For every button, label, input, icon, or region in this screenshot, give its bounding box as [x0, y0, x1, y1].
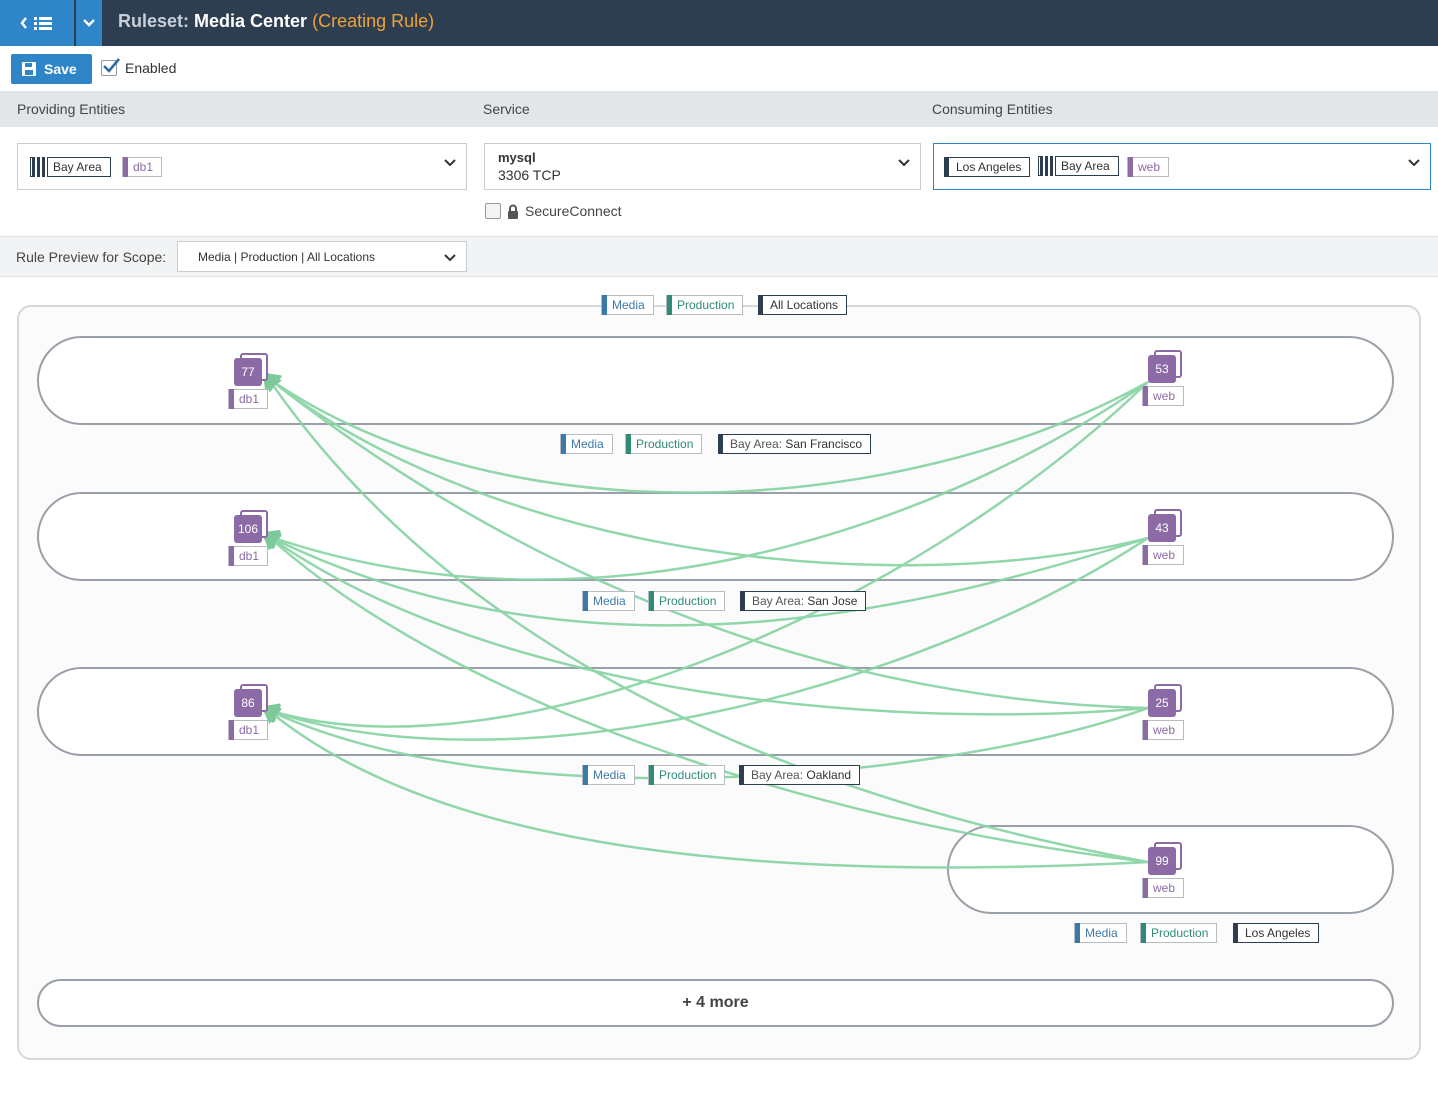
consumer-node-web[interactable]: 53 web: [1142, 350, 1196, 406]
provider-node-db1[interactable]: 106 db1: [228, 510, 282, 566]
title-ruleset-name: Media Center: [194, 11, 308, 31]
save-button[interactable]: Save: [11, 54, 92, 84]
workload-count: 25: [1148, 689, 1176, 717]
chevron-down-icon: [444, 254, 456, 262]
node-role-tag: web: [1142, 386, 1185, 406]
consumer-node-web[interactable]: 43 web: [1142, 509, 1196, 565]
location-key: Bay Area:: [752, 594, 805, 608]
enabled-checkbox[interactable]: [101, 58, 120, 76]
service-header: Service: [483, 101, 530, 117]
menu-dropdown-button[interactable]: [76, 0, 102, 46]
tag-location-group: Bay Area: [30, 157, 111, 177]
location-value: Oakland: [806, 768, 852, 782]
save-label: Save: [44, 61, 77, 77]
enabled-label: Enabled: [125, 60, 177, 76]
location-value: San Jose: [807, 594, 858, 608]
consumer-node-web[interactable]: 99 web: [1142, 842, 1196, 898]
node-role-tag: web: [1142, 545, 1185, 565]
location-key: Bay Area:: [751, 768, 804, 782]
enabled-toggle[interactable]: Enabled: [101, 58, 177, 76]
scope-tag-app: Media: [601, 295, 654, 315]
workload-count: 77: [234, 358, 262, 386]
scope-select-value: Media | Production | All Locations: [198, 250, 375, 264]
node-role-tag: db1: [228, 546, 269, 566]
workload-count: 106: [234, 515, 262, 543]
title-prefix: Ruleset:: [118, 11, 190, 31]
floppy-disk-icon: [22, 62, 36, 76]
group-tag-app: Media: [560, 434, 613, 454]
chevron-down-icon: [898, 159, 910, 167]
scope-select[interactable]: Media | Production | All Locations: [177, 241, 467, 272]
scope-tag-location: All Locations: [758, 295, 848, 315]
title-status: (Creating Rule): [312, 11, 435, 31]
tag-role: db1: [122, 157, 163, 177]
chevron-down-icon: [444, 159, 456, 167]
consumer-node-web[interactable]: 25 web: [1142, 684, 1196, 740]
provider-node-db1[interactable]: 86 db1: [228, 684, 282, 740]
group-tag-location: Bay Area: San Jose: [740, 591, 867, 611]
service-select[interactable]: mysql 3306 TCP: [484, 143, 921, 190]
top-bar: Ruleset: Media Center (Creating Rule): [0, 0, 1438, 46]
group-tag-env: Production: [648, 765, 726, 785]
page-title: Ruleset: Media Center (Creating Rule): [118, 11, 434, 32]
group-tag-location: Bay Area: San Francisco: [718, 434, 872, 454]
service-port: 3306 TCP: [498, 167, 561, 183]
back-menu-button[interactable]: [0, 0, 74, 46]
more-groups-button[interactable]: + 4 more: [37, 979, 1394, 1027]
location-value: San Francisco: [785, 437, 863, 451]
chevron-down-icon: [83, 19, 95, 27]
service-name: mysql: [498, 150, 536, 165]
group-tag-location: Bay Area: Oakland: [739, 765, 861, 785]
consuming-header: Consuming Entities: [932, 101, 1053, 117]
tag-location-group: Bay Area: [1038, 156, 1119, 176]
consuming-entities-select[interactable]: Los Angeles Bay Area web: [933, 143, 1431, 190]
group-tag-app: Media: [582, 591, 635, 611]
checkmark-icon: [103, 58, 120, 73]
tag-role: web: [1127, 157, 1170, 177]
location-key: Bay Area:: [730, 437, 783, 451]
group-tag-env: Production: [625, 434, 703, 454]
workload-count: 53: [1148, 355, 1176, 383]
rule-preview-strip: Rule Preview for Scope: Media | Producti…: [0, 236, 1438, 277]
secureconnect-label: SecureConnect: [525, 203, 622, 219]
group-tag-app: Media: [582, 765, 635, 785]
group-tag-app: Media: [1074, 923, 1127, 943]
secureconnect-checkbox[interactable]: [485, 203, 501, 219]
chevron-down-icon: [1408, 159, 1420, 167]
secureconnect-toggle[interactable]: SecureConnect: [485, 203, 622, 219]
workload-count: 99: [1148, 847, 1176, 875]
provider-node-db1[interactable]: 77 db1: [228, 353, 282, 409]
scope-tag-env: Production: [666, 295, 744, 315]
providing-header: Providing Entities: [17, 101, 126, 117]
providing-entities-select[interactable]: Bay Area db1: [17, 143, 467, 190]
column-header-strip: Providing Entities Service Consuming Ent…: [0, 91, 1438, 127]
node-role-tag: web: [1142, 720, 1185, 740]
tag-location: Los Angeles: [944, 157, 1031, 177]
node-role-tag: db1: [228, 389, 269, 409]
node-role-tag: web: [1142, 878, 1185, 898]
lock-icon: [508, 204, 518, 219]
workload-count: 86: [234, 689, 262, 717]
workload-count: 43: [1148, 514, 1176, 542]
group-tag-env: Production: [1140, 923, 1218, 943]
list-icon: [20, 17, 52, 30]
group-tag-location: Los Angeles: [1233, 923, 1320, 943]
rule-preview-label: Rule Preview for Scope:: [16, 249, 167, 265]
group-tag-env: Production: [648, 591, 726, 611]
node-role-tag: db1: [228, 720, 269, 740]
